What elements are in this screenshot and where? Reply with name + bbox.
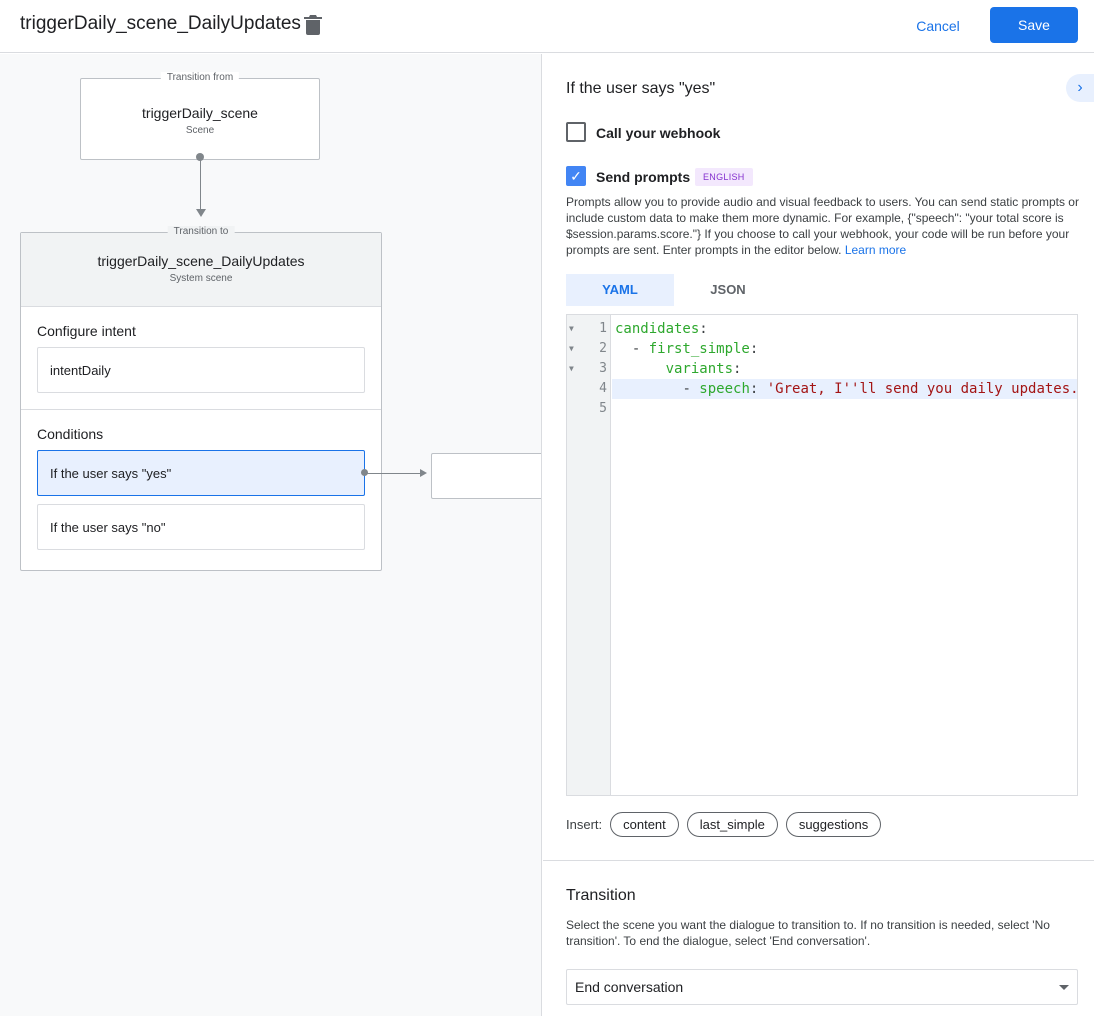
transition-title: Transition bbox=[566, 887, 636, 904]
node-type: System scene bbox=[169, 273, 233, 284]
node-type: Scene bbox=[185, 125, 215, 136]
code-line[interactable] bbox=[612, 399, 1077, 419]
code-indent bbox=[615, 381, 682, 397]
tab-json[interactable]: JSON bbox=[710, 282, 746, 297]
condition-no[interactable]: If the user says "no" bbox=[37, 504, 365, 550]
panel-title: If the user says "yes" bbox=[566, 80, 716, 97]
insert-chip-content[interactable]: content bbox=[610, 812, 679, 837]
line-num: 5 bbox=[599, 401, 607, 416]
send-prompts-checkbox[interactable]: ✓ bbox=[566, 166, 586, 186]
node-tag: Transition to bbox=[167, 226, 235, 237]
code-indent bbox=[615, 361, 666, 377]
language-badge: ENGLISH bbox=[695, 168, 753, 186]
transition-value: End conversation bbox=[575, 979, 684, 995]
chevron-right-icon[interactable]: › bbox=[1066, 74, 1094, 102]
prompts-description: Prompts allow you to provide audio and v… bbox=[566, 194, 1081, 258]
fold-arrow-icon[interactable]: ▼ bbox=[569, 364, 574, 373]
intent-item[interactable]: intentDaily bbox=[37, 347, 365, 393]
code-key: candidates bbox=[615, 321, 700, 337]
webhook-label: Call your webhook bbox=[596, 125, 721, 141]
code-indent bbox=[615, 341, 632, 357]
line-num: 2 bbox=[599, 341, 607, 356]
insert-label: Insert: bbox=[566, 817, 603, 832]
code-line[interactable]: - first_simple: bbox=[612, 339, 1077, 359]
fold-arrow-icon[interactable]: ▼ bbox=[569, 324, 574, 333]
line-num: 3 bbox=[599, 361, 607, 376]
arrow-down-icon bbox=[196, 209, 206, 217]
cancel-button[interactable]: Cancel bbox=[904, 9, 972, 43]
code-dash: - bbox=[682, 381, 700, 397]
conditions-title: Conditions bbox=[37, 426, 104, 442]
line-number: ▼2 bbox=[567, 339, 611, 359]
line-num: 4 bbox=[599, 381, 607, 396]
learn-more-link[interactable]: Learn more bbox=[844, 243, 907, 257]
description-text: Prompts allow you to provide audio and v… bbox=[566, 195, 1079, 257]
code-line[interactable]: candidates: bbox=[612, 319, 1077, 339]
code-colon: : bbox=[749, 381, 767, 397]
line-number: 4 bbox=[567, 379, 611, 399]
code-key: variants bbox=[665, 361, 734, 377]
condition-panel bbox=[543, 54, 1094, 1016]
check-icon: ✓ bbox=[570, 168, 582, 184]
code-colon: : bbox=[733, 361, 742, 377]
node-name: triggerDaily_scene bbox=[142, 105, 258, 121]
divider bbox=[543, 860, 1094, 861]
code-key: first_simple bbox=[648, 341, 750, 357]
header: triggerDaily_scene_DailyUpdates Cancel S… bbox=[0, 0, 1094, 53]
transition-to-node[interactable]: Transition to triggerDaily_scene_DailyUp… bbox=[20, 226, 382, 571]
line-number: ▼3 bbox=[567, 359, 611, 379]
insert-bar: Insert: content last_simple suggestions bbox=[566, 812, 882, 837]
scene-canvas[interactable]: Transition from triggerDaily_scene Scene… bbox=[0, 54, 542, 1016]
connector-line bbox=[200, 157, 201, 213]
condition-yes[interactable]: If the user says "yes" bbox=[37, 450, 365, 496]
code-value: 'Great, I''ll send you daily updates. bbox=[766, 381, 1077, 397]
tab-yaml[interactable]: YAML bbox=[566, 274, 674, 306]
transition-from-node[interactable]: Transition from triggerDaily_scene Scene bbox=[80, 72, 320, 160]
editor-gutter bbox=[567, 315, 611, 795]
line-number: ▼1 bbox=[567, 319, 611, 339]
page-title: triggerDaily_scene_DailyUpdates bbox=[20, 13, 301, 34]
insert-chip-last-simple[interactable]: last_simple bbox=[686, 812, 778, 837]
configure-intent-title: Configure intent bbox=[37, 323, 136, 339]
line-number: 5 bbox=[567, 399, 611, 419]
code-key: speech bbox=[699, 381, 750, 397]
code-colon: : bbox=[699, 321, 708, 337]
node-tag: Transition from bbox=[160, 72, 240, 83]
line-num: 1 bbox=[599, 321, 607, 336]
fold-arrow-icon[interactable]: ▼ bbox=[569, 344, 574, 353]
arrow-right-icon bbox=[420, 469, 427, 477]
save-button[interactable]: Save bbox=[990, 7, 1078, 43]
code-colon: : bbox=[749, 341, 759, 357]
insert-chip-suggestions[interactable]: suggestions bbox=[785, 812, 882, 837]
dropdown-arrow-icon bbox=[1059, 985, 1069, 990]
delete-icon[interactable] bbox=[304, 15, 322, 35]
transition-description: Select the scene you want the dialogue t… bbox=[566, 918, 1050, 948]
node-name: triggerDaily_scene_DailyUpdates bbox=[97, 253, 305, 269]
code-line[interactable]: variants: bbox=[612, 359, 1077, 379]
code-line[interactable]: - speech: 'Great, I''ll send you daily u… bbox=[612, 379, 1077, 399]
transition-select[interactable]: End conversation bbox=[566, 969, 1078, 1005]
webhook-checkbox[interactable] bbox=[566, 122, 586, 142]
target-node[interactable] bbox=[431, 453, 541, 499]
connector-dot bbox=[361, 469, 368, 476]
connector-line bbox=[364, 473, 424, 474]
send-prompts-label: Send prompts bbox=[596, 169, 691, 185]
code-dash: - bbox=[631, 341, 649, 357]
